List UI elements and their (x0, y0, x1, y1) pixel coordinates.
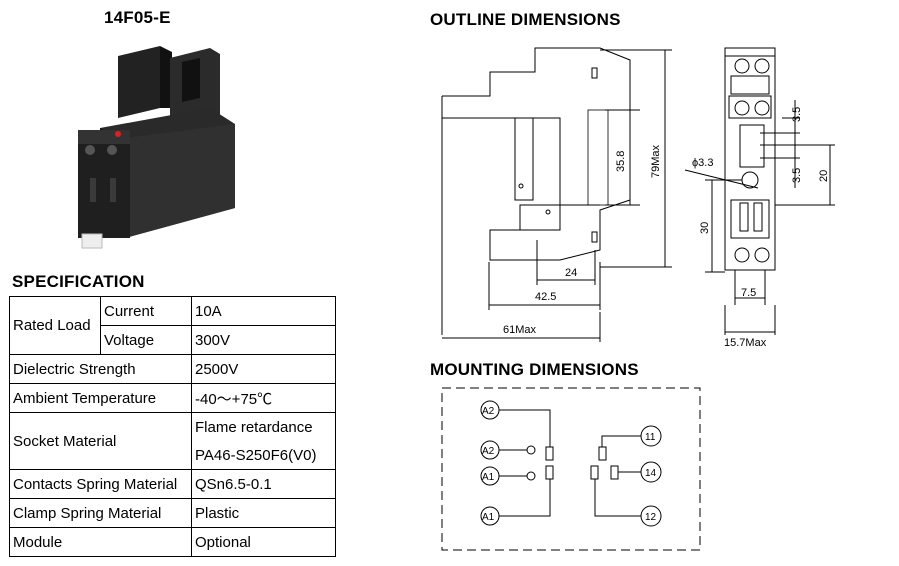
spec-value: PA46-S250F6(V0) (191, 441, 336, 470)
dim-20: 20 (818, 170, 830, 182)
spec-label: Clamp Spring Material (9, 498, 192, 528)
dim-3-5-top: 3.5 (791, 107, 803, 122)
table-row: PA46-S250F6(V0) (10, 441, 336, 470)
mounting-dimensions-title: MOUNTING DIMENSIONS (430, 360, 639, 379)
spec-value: Plastic (191, 498, 336, 528)
terminal-a2: A2 (482, 446, 495, 457)
terminal-12: 12 (645, 512, 657, 523)
dim-7-5: 7.5 (741, 287, 756, 299)
table-row: Rated Load Current 10A (9, 296, 336, 355)
spec-value: -40～+75℃ (191, 383, 336, 413)
table-row: Voltage 300V (10, 325, 336, 355)
table-row: Ambient Temperature -40～+75℃ (9, 383, 336, 413)
dim-phi-3-3: ϕ3.3 (692, 157, 713, 169)
terminal-11: 11 (645, 432, 656, 443)
dim-30: 30 (699, 222, 711, 234)
outline-dimensions-title: OUTLINE DIMENSIONS (430, 10, 621, 29)
spec-value: Optional (191, 527, 336, 557)
dim-3-5-bottom: 3.5 (791, 168, 803, 183)
dim-42-5: 42.5 (535, 291, 556, 303)
dim-15-7max: 15.7Max (724, 337, 767, 349)
model-number: 14F05-E (104, 8, 171, 27)
spec-value: Flame retardance (191, 412, 336, 441)
socket-product-image (78, 46, 235, 249)
dim-24: 24 (565, 267, 577, 279)
terminal-a1-bottom: A1 (482, 512, 495, 523)
specification-table: Rated Load Current 10A Voltage 300V Diel… (9, 296, 336, 557)
table-row: Dielectric Strength 2500V (9, 354, 336, 384)
dim-79max: 79Max (650, 144, 662, 178)
dim-35-8: 35.8 (615, 151, 627, 172)
table-row: Contacts Spring Material QSn6.5-0.1 (9, 469, 336, 499)
table-row: Socket Material Flame retardance (9, 412, 336, 470)
table-row: Module Optional (9, 527, 336, 557)
spec-label: Module (9, 527, 192, 557)
terminal-a1: A1 (482, 472, 495, 483)
table-row: Clamp Spring Material Plastic (9, 498, 336, 528)
spec-value: 2500V (191, 354, 336, 384)
spec-label: Dielectric Strength (9, 354, 192, 384)
dim-61max: 61Max (503, 324, 537, 336)
current-label: Current (100, 296, 192, 326)
voltage-value: 300V (191, 325, 336, 355)
terminal-14: 14 (645, 468, 657, 479)
specification-title: SPECIFICATION (12, 272, 145, 291)
spec-label: Socket Material (9, 412, 192, 470)
terminal-a2-top: A2 (482, 406, 495, 417)
